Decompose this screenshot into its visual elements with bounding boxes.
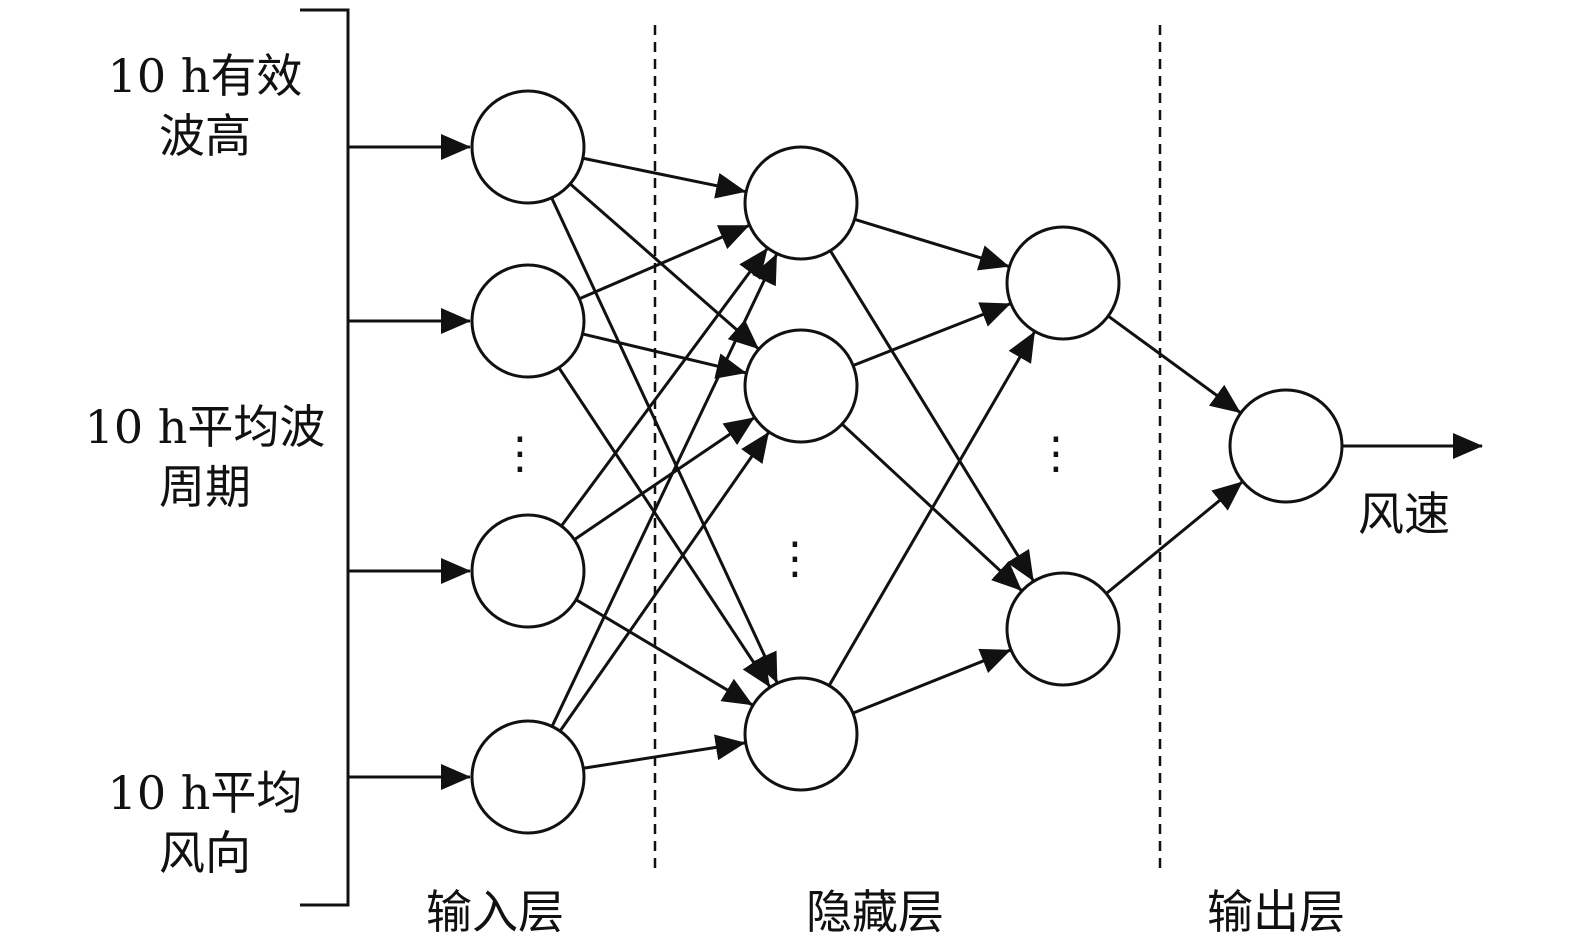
edge-hidden-1-to-output-layer-2 <box>829 249 1035 582</box>
edge-input-4-to-hidden-1 <box>550 253 778 728</box>
edge-input-3-to-hidden-2 <box>573 416 755 541</box>
edge-input-3-to-hidden-1 <box>560 247 769 527</box>
edge-hidden-3-to-output-layer-1 <box>827 331 1036 687</box>
edge-input-4-to-hidden-3 <box>583 734 746 770</box>
edge-output-layer-1-to-final-1 <box>1107 314 1241 414</box>
input-label-wave-period: 10 h平均波 周期 <box>55 397 355 517</box>
hidden-ellipsis: ⋮ <box>773 533 817 584</box>
edge-output-layer-2-to-final-1 <box>1105 480 1243 595</box>
neurons <box>470 89 1344 835</box>
edge-input-2-to-hidden-3 <box>557 366 771 688</box>
input-neuron-2 <box>470 263 586 379</box>
edge-input-2-to-hidden-1 <box>578 224 750 301</box>
edge-input-1-to-hidden-1 <box>582 156 747 199</box>
layer-label-hidden: 隐藏层 <box>806 885 944 939</box>
edge-input-4-to-hidden-2 <box>558 431 770 732</box>
input-neuron-1 <box>470 89 586 205</box>
output-layer-neuron-2 <box>1005 571 1121 687</box>
edge-input-1-to-hidden-3 <box>550 197 779 684</box>
input-bracket <box>300 8 350 907</box>
input-neuron-4 <box>470 719 586 835</box>
output-layer-ellipsis: ⋮ <box>1034 428 1078 479</box>
input-label-wind-direction: 10 h平均 风向 <box>55 763 355 883</box>
hidden-neuron-2 <box>743 328 859 444</box>
connections <box>550 156 1243 770</box>
layer-label-output: 输出层 <box>1207 885 1345 939</box>
input-label-wind-direction-line2: 风向 <box>159 826 251 880</box>
input-label-wave-period-line2: 周期 <box>159 460 251 514</box>
input-label-wave-period-line1: 10 h平均波 <box>84 400 326 454</box>
edge-hidden-3-to-output-layer-2 <box>852 648 1012 715</box>
input-label-wind-direction-line1: 10 h平均 <box>107 766 303 820</box>
hidden-neuron-1 <box>743 145 859 261</box>
edge-input-1-to-hidden-2 <box>569 182 760 350</box>
input-neuron-3 <box>470 513 586 629</box>
input-ellipsis: ⋮ <box>498 428 542 479</box>
input-label-wave-height-line2: 波高 <box>159 109 251 163</box>
output-label-wind-speed: 风速 <box>1358 487 1450 541</box>
layer-label-input: 输入层 <box>426 885 564 939</box>
input-label-wave-height-line1: 10 h有效 <box>107 49 303 103</box>
hidden-neuron-3 <box>743 676 859 792</box>
edge-input-2-to-hidden-2 <box>582 332 747 379</box>
final-neuron-1 <box>1228 388 1344 504</box>
edge-hidden-2-to-output-layer-1 <box>852 302 1011 367</box>
input-label-wave-height: 10 h有效 波高 <box>55 46 355 166</box>
edge-input-3-to-hidden-3 <box>575 598 753 707</box>
edge-hidden-1-to-output-layer-1 <box>854 217 1010 271</box>
output-layer-neuron-1 <box>1005 225 1121 341</box>
